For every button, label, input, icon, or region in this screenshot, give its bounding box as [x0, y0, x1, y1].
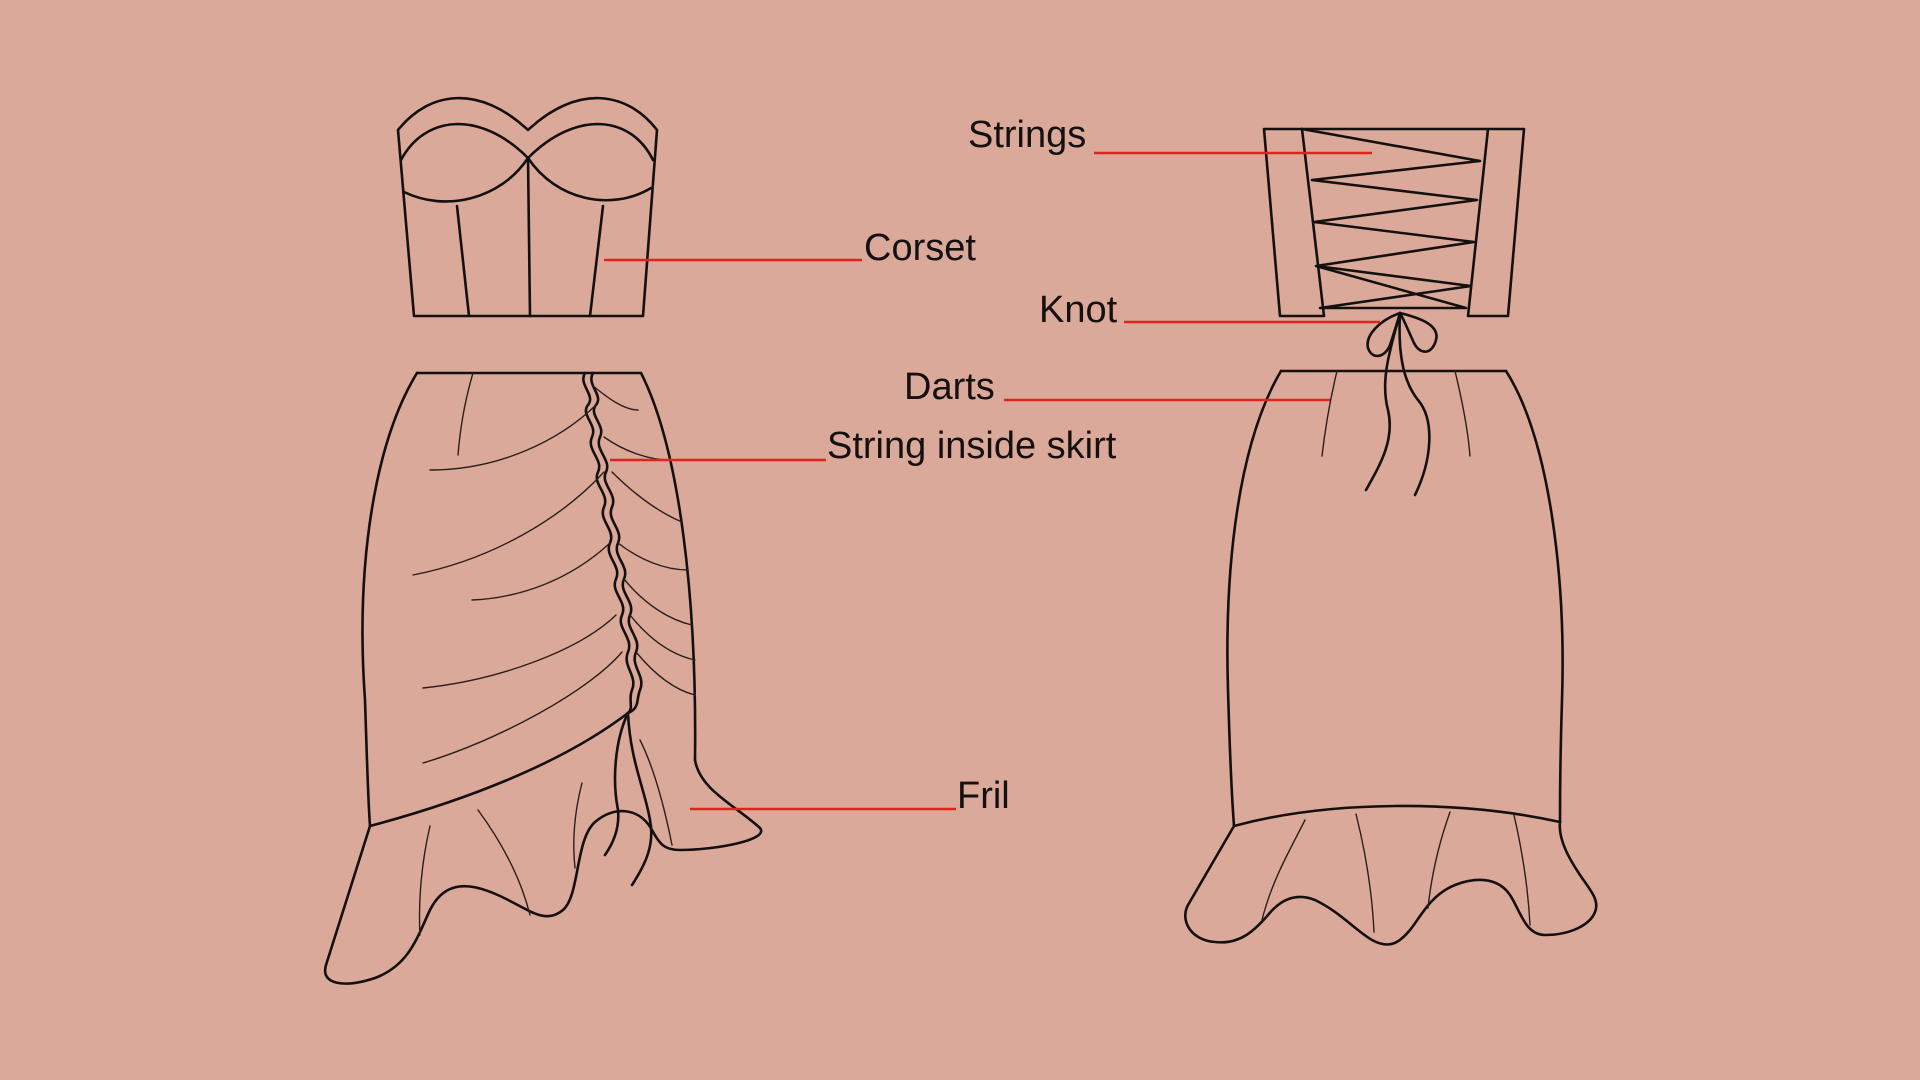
back-corset-right-panel	[1466, 127, 1526, 318]
ruffle-fold	[1355, 813, 1375, 933]
darts-label: Darts	[904, 366, 995, 408]
fril-callout: Fril	[690, 775, 1010, 817]
string-inside-skirt-callout: String inside skirt	[610, 425, 1117, 467]
back-view: Strings Knot Darts	[904, 114, 1598, 946]
string-inside-skirt-cord	[582, 371, 635, 715]
front-skirt-right-side	[639, 371, 697, 762]
ruffle-fold	[639, 739, 673, 846]
dart-right	[1454, 370, 1471, 457]
back-corset	[1262, 127, 1526, 318]
drape-fold	[603, 436, 671, 461]
knot-tail-left	[1364, 311, 1402, 492]
drape-fold	[422, 651, 623, 764]
ruffle-fold	[418, 825, 431, 936]
front-corset	[396, 96, 659, 318]
corset-left-boning	[455, 204, 471, 318]
corset-callout: Corset	[604, 227, 976, 269]
front-view: Corset String inside skirt Fril	[323, 96, 1117, 985]
knot-callout: Knot	[1039, 289, 1380, 331]
drape-fold	[611, 471, 683, 523]
back-ruffle-hem	[1184, 820, 1598, 946]
drape-fold	[591, 384, 639, 411]
drape-fold	[617, 542, 689, 571]
ruffle-fold	[1261, 819, 1306, 921]
drape-fold	[623, 578, 693, 626]
string-tail-right	[626, 711, 653, 887]
knot-right-loop	[1398, 311, 1438, 353]
knot-label: Knot	[1039, 289, 1118, 331]
knot	[1364, 311, 1438, 497]
string-inside-skirt-cord-inner	[590, 371, 643, 715]
strings-callout: Strings	[968, 114, 1372, 156]
strings-label: Strings	[968, 114, 1086, 156]
drape-fold	[471, 542, 611, 601]
drape-fold	[429, 404, 597, 471]
string-tail-left	[603, 711, 630, 857]
front-ruffle-hem	[323, 758, 763, 985]
drape-fold	[422, 614, 617, 689]
corset-right-boning	[588, 204, 605, 318]
ruffle-fold	[573, 782, 583, 869]
ruffle-fold	[477, 809, 531, 916]
darts-callout: Darts	[904, 366, 1330, 408]
front-skirt	[323, 371, 763, 985]
dart-left	[1321, 370, 1338, 457]
drape-fold	[635, 651, 696, 696]
back-corset-left-panel	[1262, 127, 1326, 318]
knot-tail-right	[1398, 311, 1431, 497]
back-skirt-hem	[1232, 804, 1562, 828]
back-corset-lacing-strings	[1300, 127, 1482, 310]
corset-center-seam	[526, 156, 532, 318]
string-inside-skirt-label: String inside skirt	[827, 425, 1117, 467]
drape-fold	[457, 372, 474, 456]
drape-fold	[412, 471, 605, 576]
ruffle-fold	[1427, 811, 1451, 909]
drape-fold	[629, 614, 696, 661]
back-skirt	[1184, 369, 1598, 946]
front-skirt-left-side	[361, 371, 419, 828]
front-skirt-drape-hem	[368, 711, 630, 828]
corset-outline	[396, 96, 659, 318]
ruffle-fold	[1513, 814, 1531, 926]
corset-label: Corset	[864, 227, 976, 269]
fril-label: Fril	[957, 775, 1010, 817]
back-skirt-outline	[1226, 369, 1564, 828]
